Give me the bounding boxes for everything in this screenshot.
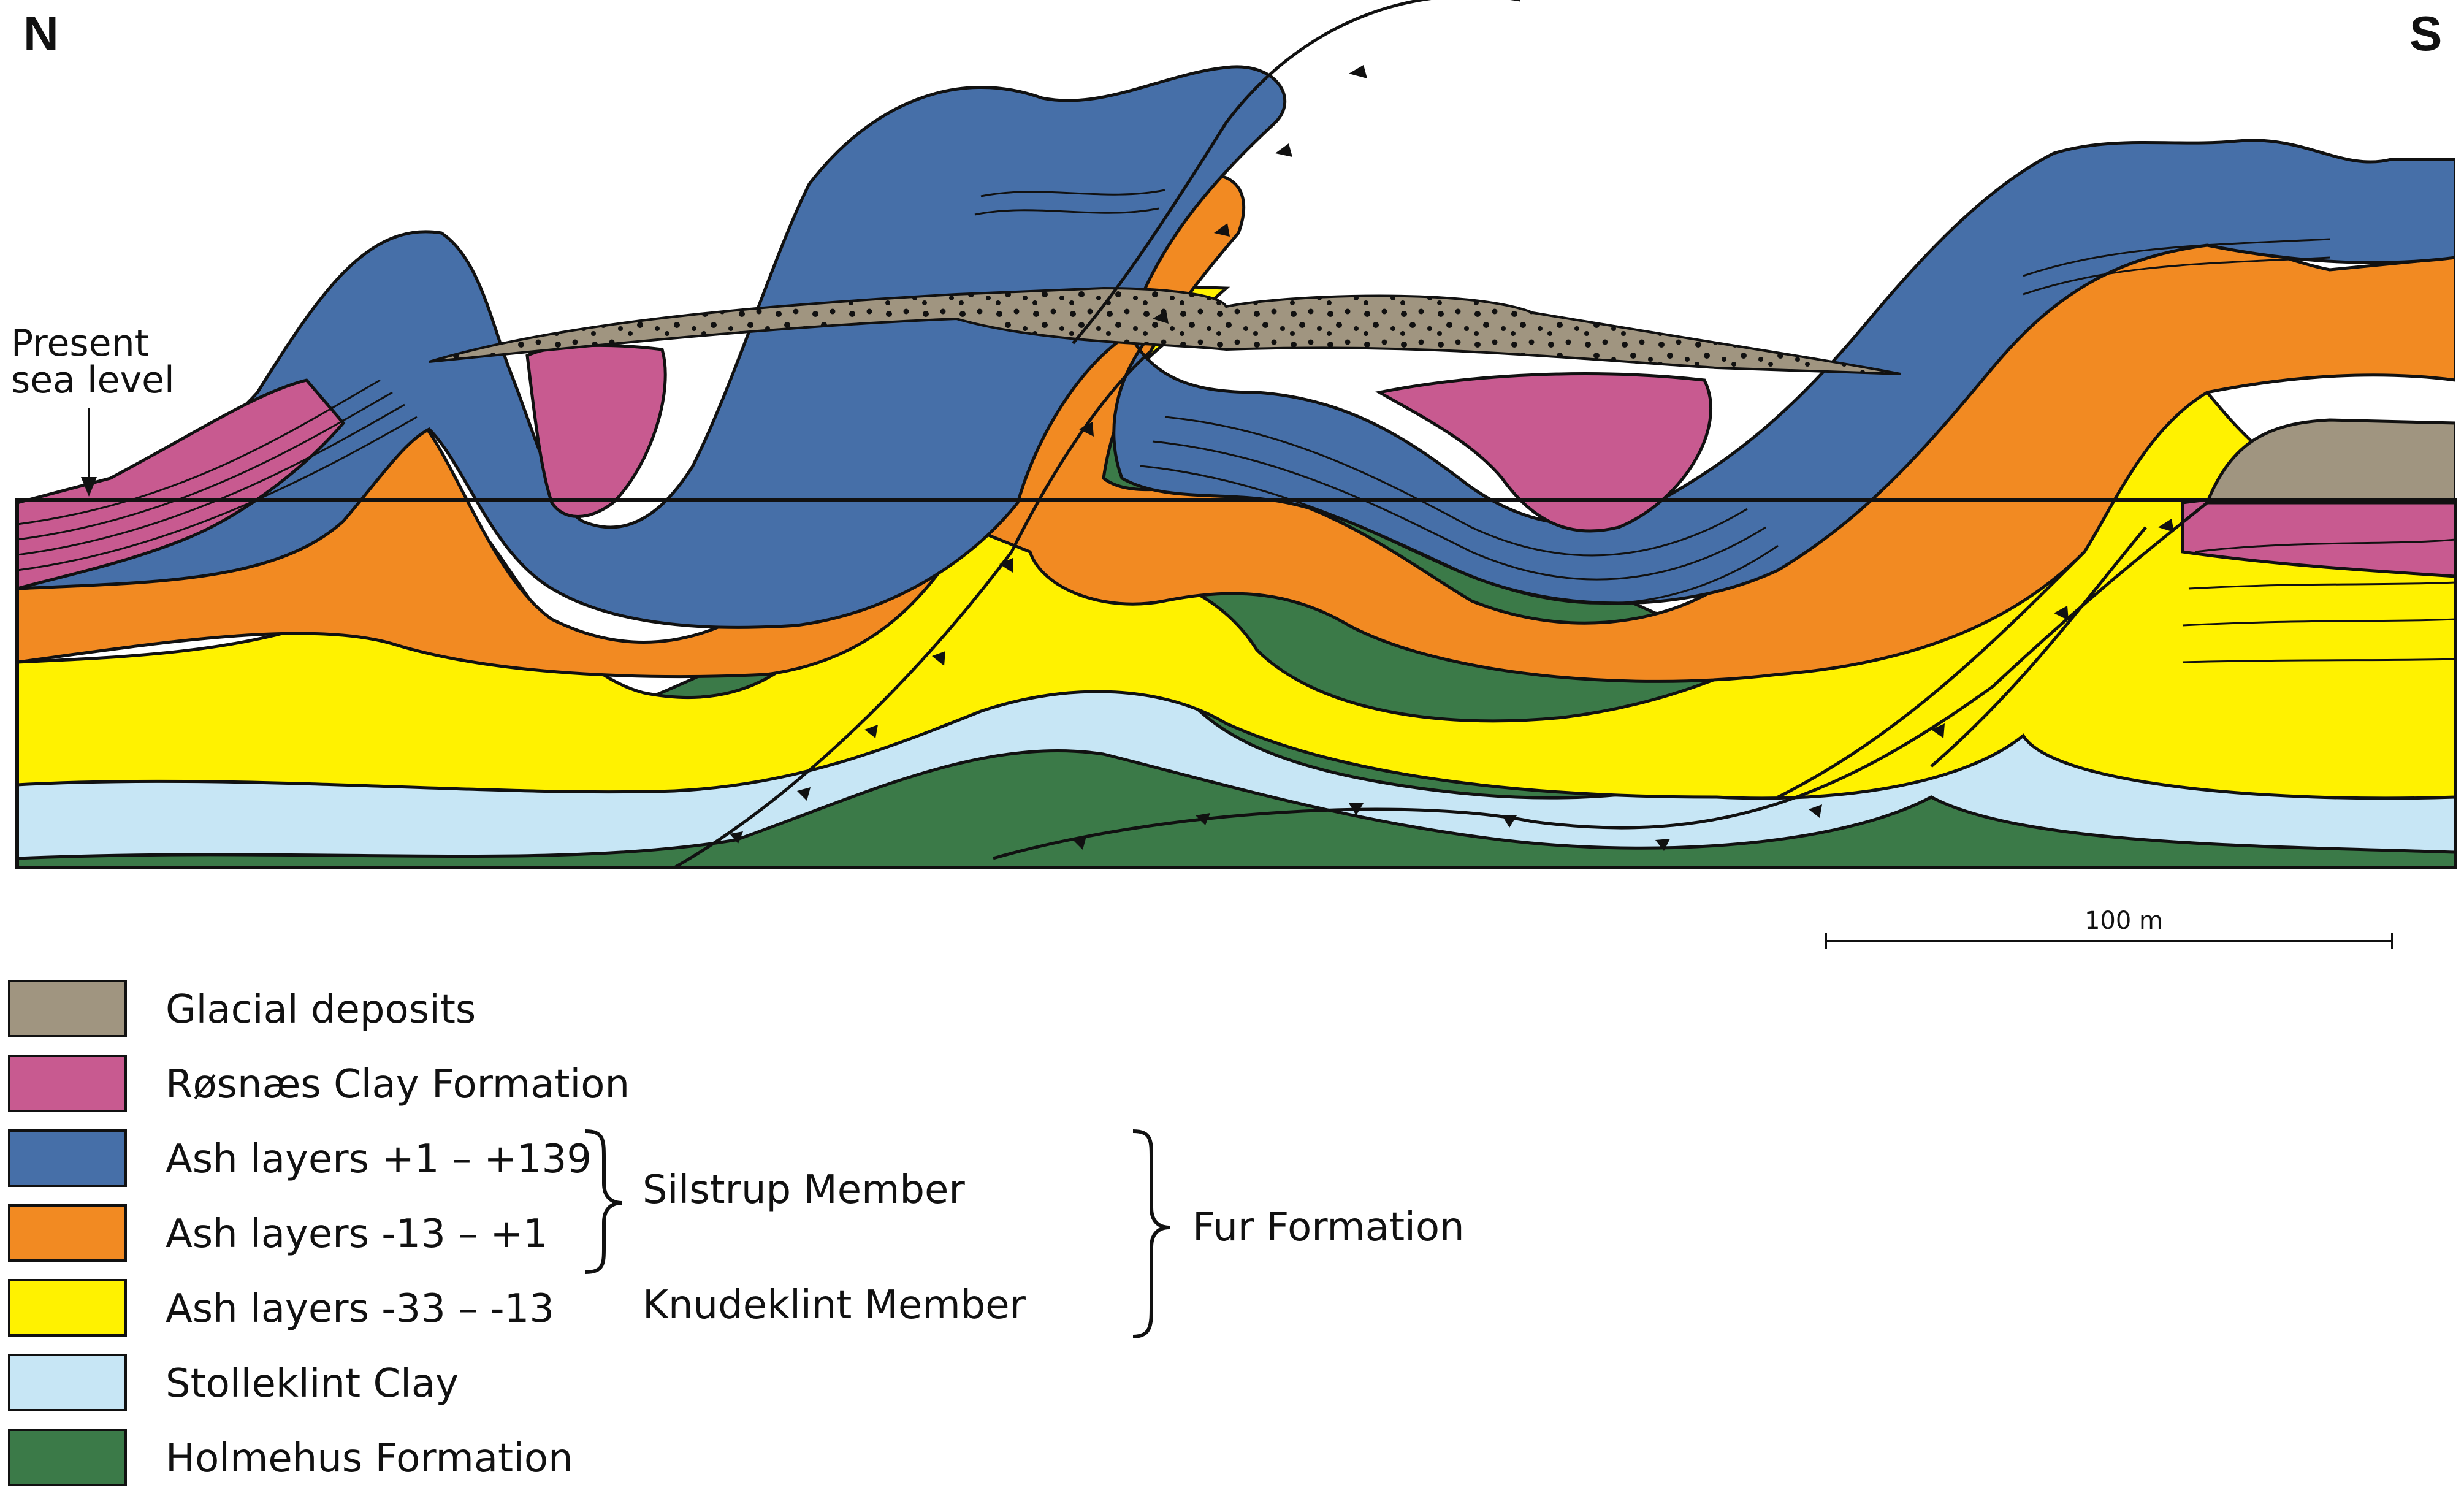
glacial-deposits-plain — [2205, 418, 2455, 505]
legend-label-glacial: Glacial deposits — [166, 987, 476, 1032]
legend-label-ash-upper: Ash layers +1 – +139 — [166, 1137, 592, 1182]
legend-label-holmehus: Holmehus Formation — [166, 1436, 573, 1481]
north-label: N — [23, 6, 59, 61]
glacial-deposits-dotted — [429, 286, 1901, 375]
legend-item-rosnaes: Røsnæs Clay Formation — [8, 1055, 630, 1112]
ash-bedding-lines — [17, 189, 2455, 663]
legend: Glacial deposits Røsnæs Clay Formation A… — [8, 980, 1465, 1486]
legend-item-ash-middle: Ash layers -13 – +1 — [8, 1204, 548, 1262]
scale-bar-label: 100 m — [2084, 907, 2163, 935]
legend-item-glacial: Glacial deposits — [8, 980, 476, 1037]
thrust-fault-teeth — [730, 65, 2174, 851]
scale-bar: 100 m — [1825, 907, 2393, 949]
fur-formation-label: Fur Formation — [1192, 1205, 1465, 1250]
rosnaes-clay-middle — [1375, 372, 1712, 533]
legend-item-stolleklint: Stolleklint Clay — [8, 1354, 459, 1411]
south-label: S — [2409, 6, 2442, 61]
legend-swatch-ash-upper — [8, 1129, 127, 1187]
thrust-faults — [673, 0, 2208, 868]
silstrup-brace-icon — [585, 1129, 623, 1274]
legend-item-ash-lower: Ash layers -33 – -13 — [8, 1279, 554, 1337]
legend-item-ash-upper: Ash layers +1 – +139 — [8, 1129, 592, 1187]
rosnaes-clay-core — [525, 343, 667, 518]
ash-layers-upper-body — [17, 65, 2455, 629]
legend-swatch-stolleklint — [8, 1354, 127, 1411]
legend-label-ash-lower: Ash layers -33 – -13 — [166, 1286, 554, 1332]
legend-label-ash-middle: Ash layers -13 – +1 — [166, 1212, 548, 1257]
fur-formation-brace-icon — [1132, 1129, 1170, 1338]
sea-level-arrow-icon — [81, 408, 97, 497]
legend-label-rosnaes: Røsnæs Clay Formation — [166, 1062, 630, 1107]
legend-item-holmehus: Holmehus Formation — [8, 1429, 573, 1486]
legend-swatch-glacial — [8, 980, 127, 1037]
legend-swatch-ash-lower — [8, 1279, 127, 1337]
legend-label-stolleklint: Stolleklint Clay — [166, 1361, 459, 1406]
sea-level-label-line1: Present — [11, 322, 149, 365]
legend-swatch-ash-middle — [8, 1204, 127, 1262]
geological-cross-section — [17, 0, 2455, 868]
legend-swatch-holmehus — [8, 1429, 127, 1486]
silstrup-member-label: Silstrup Member — [643, 1167, 965, 1213]
sea-level-label-line2: sea level — [11, 359, 175, 402]
legend-swatch-rosnaes — [8, 1055, 127, 1112]
knudeklint-member-label: Knudeklint Member — [643, 1283, 1026, 1328]
rosnaes-clay-left — [17, 378, 346, 590]
